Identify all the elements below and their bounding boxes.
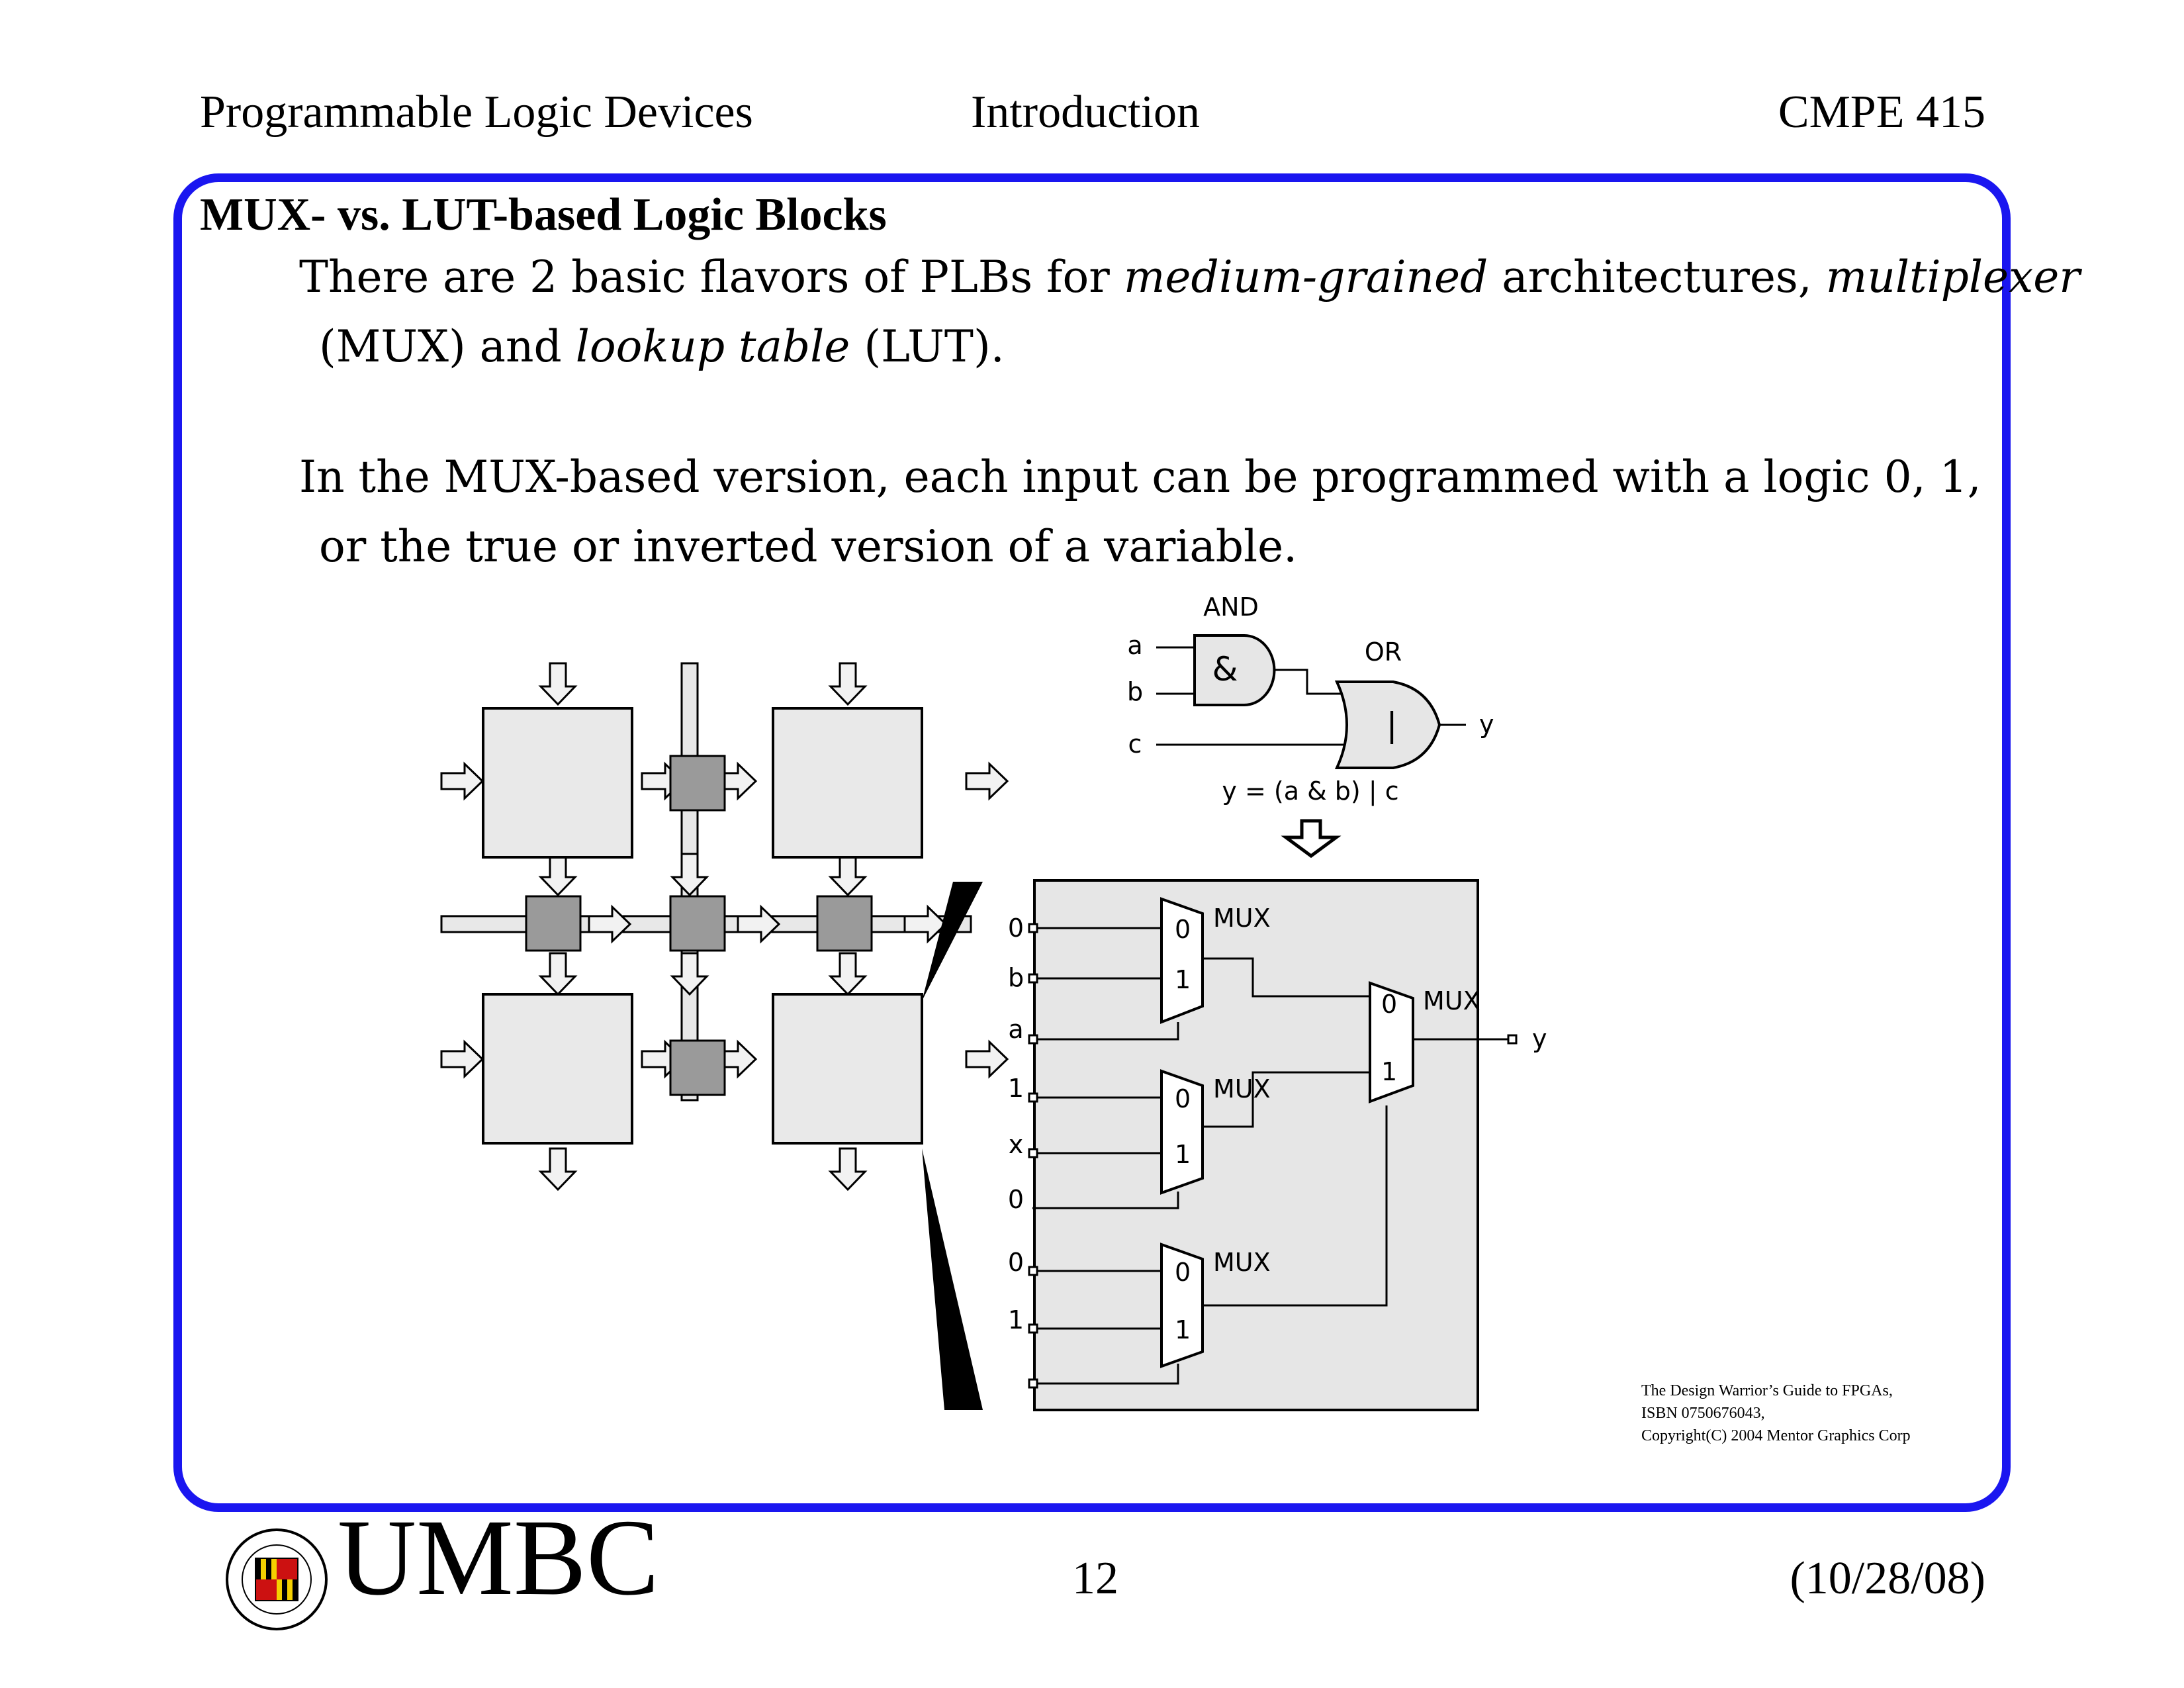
mux-4 <box>1369 981 1414 1103</box>
svg-text:0: 0 <box>1175 1258 1191 1287</box>
slide-frame <box>173 173 2011 1512</box>
switch-box <box>525 895 582 952</box>
mux-input-label: 1 <box>1008 1074 1024 1103</box>
paragraph-1-line-2: (MUX) and lookup table (LUT). <box>319 321 1005 372</box>
mux-input-label: 0 <box>1008 914 1024 943</box>
figure-credit: The Design Warrior’s Guide to FPGAs, ISB… <box>1641 1382 1911 1444</box>
paragraph-2-line-1: In the MUX-based version, each input can… <box>299 451 1981 502</box>
switch-box <box>669 755 726 812</box>
mux-label: MUX <box>1213 1248 1271 1277</box>
mux-input-0: 0 <box>1008 583 1024 587</box>
svg-text:1: 1 <box>1175 965 1191 994</box>
equation: y = (a & b) | c <box>1222 776 1398 806</box>
gate-input-b: b <box>1127 677 1143 706</box>
mux-input-label: a <box>1008 1015 1023 1044</box>
svg-text:0: 0 <box>1175 915 1191 944</box>
and-gate-title: AND <box>1203 592 1259 622</box>
slide-date: (10/28/08) <box>1790 1553 1985 1604</box>
gate-diagram: AND OR a b c & | y y = (a & b) | c <box>1127 592 1494 859</box>
mux-output-y: y <box>1532 1024 1547 1053</box>
or-symbol: | <box>1387 706 1398 744</box>
logic-block <box>772 707 923 859</box>
umbc-logo: UMBC <box>338 1497 659 1618</box>
logic-block <box>772 993 923 1145</box>
zoom-wedge <box>922 1149 983 1410</box>
umbc-seal-icon <box>226 1528 328 1630</box>
plb-figure: AND OR a b c & | y y = (a & b) | c 0 0 b… <box>440 583 1547 1411</box>
svg-text:0: 0 <box>1381 990 1397 1019</box>
logic-block <box>482 993 633 1145</box>
svg-text:1: 1 <box>1175 1315 1191 1344</box>
slide-title: MUX- vs. LUT-based Logic Blocks <box>200 189 887 240</box>
svg-text:1: 1 <box>1381 1057 1397 1086</box>
or-gate-title: OR <box>1365 637 1402 667</box>
switch-box <box>669 895 726 952</box>
mux-input-label: b <box>1008 963 1024 992</box>
svg-text:1: 1 <box>1175 1140 1191 1169</box>
switch-box <box>669 1039 726 1096</box>
mux-1 <box>1160 897 1204 1024</box>
zoom-wedge <box>922 882 983 1001</box>
or-gate-icon <box>1334 680 1441 769</box>
mux-input-label: x <box>1009 1130 1024 1159</box>
mux-2 <box>1160 1069 1204 1195</box>
svg-text:0: 0 <box>1175 1084 1191 1113</box>
mux-input-label: 0 <box>1008 1248 1024 1277</box>
page-number: 12 <box>1072 1553 1118 1604</box>
fpga-fabric-diagram <box>440 662 1009 1191</box>
paragraph-1-line-1: There are 2 basic flavors of PLBs for me… <box>299 252 2080 303</box>
mux-label: MUX <box>1213 904 1271 933</box>
mux-3 <box>1160 1243 1204 1368</box>
gate-output-y: y <box>1479 710 1494 739</box>
paragraph-2-line-2: or the true or inverted version of a var… <box>319 521 1298 572</box>
header-section: Introduction <box>971 87 1201 138</box>
mux-label: MUX <box>1213 1074 1271 1103</box>
mux-input-label: 1 <box>1008 1305 1024 1335</box>
gate-input-a: a <box>1127 631 1142 660</box>
switch-box <box>816 895 873 952</box>
header-course-topic: Programmable Logic Devices <box>200 87 753 138</box>
header-course-code: CMPE 415 <box>1778 87 1985 138</box>
gate-input-c: c <box>1128 729 1142 759</box>
mux-input-label: 0 <box>1008 1185 1024 1214</box>
down-arrow-icon <box>1281 819 1342 859</box>
and-gate-icon <box>1193 634 1276 706</box>
and-symbol: & <box>1212 650 1238 688</box>
logic-block <box>482 707 633 859</box>
mux-label: MUX <box>1423 986 1480 1015</box>
mux-tree-diagram: 0 0 b a 1 x 0 0 1 <box>1008 583 1547 1411</box>
